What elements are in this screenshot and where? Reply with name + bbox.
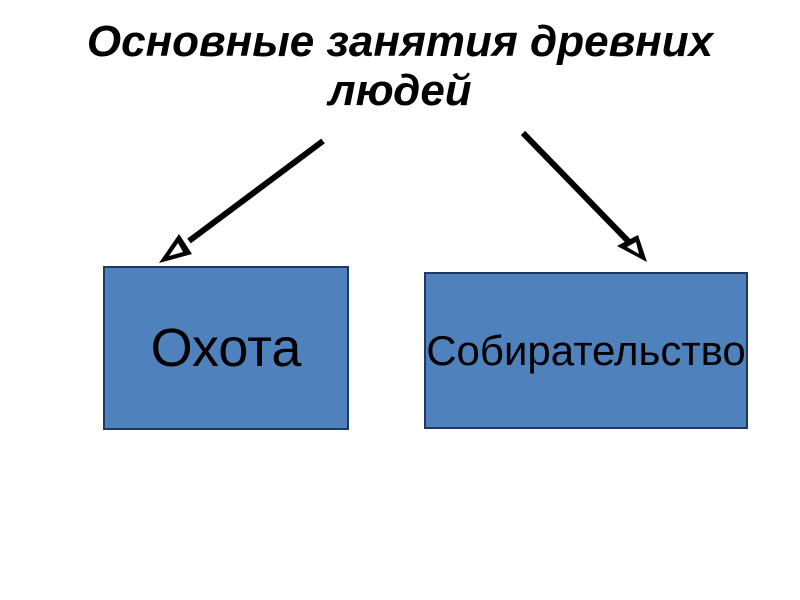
slide-title-line-1: Основные занятия древних	[86, 17, 714, 66]
down-left-arrow-icon	[159, 138, 325, 263]
down-left-arrow-head	[159, 234, 192, 263]
down-left-arrow-shaft	[187, 138, 325, 244]
slide-title-line-2: людей	[328, 66, 472, 115]
box-gathering-label: Собирательство	[426, 326, 746, 374]
box-hunting-label: Охота	[150, 318, 302, 378]
slide-title: Основные занятия древних людей	[0, 17, 800, 115]
down-left-arrow-head-inner	[169, 243, 183, 256]
box-gathering: Собирательство	[424, 272, 748, 429]
down-right-arrow-icon	[520, 130, 647, 262]
box-hunting: Охота	[103, 266, 349, 430]
down-right-arrow-shaft	[520, 130, 632, 245]
down-right-arrow-head-inner	[627, 242, 639, 254]
down-right-arrow-head	[617, 235, 647, 262]
